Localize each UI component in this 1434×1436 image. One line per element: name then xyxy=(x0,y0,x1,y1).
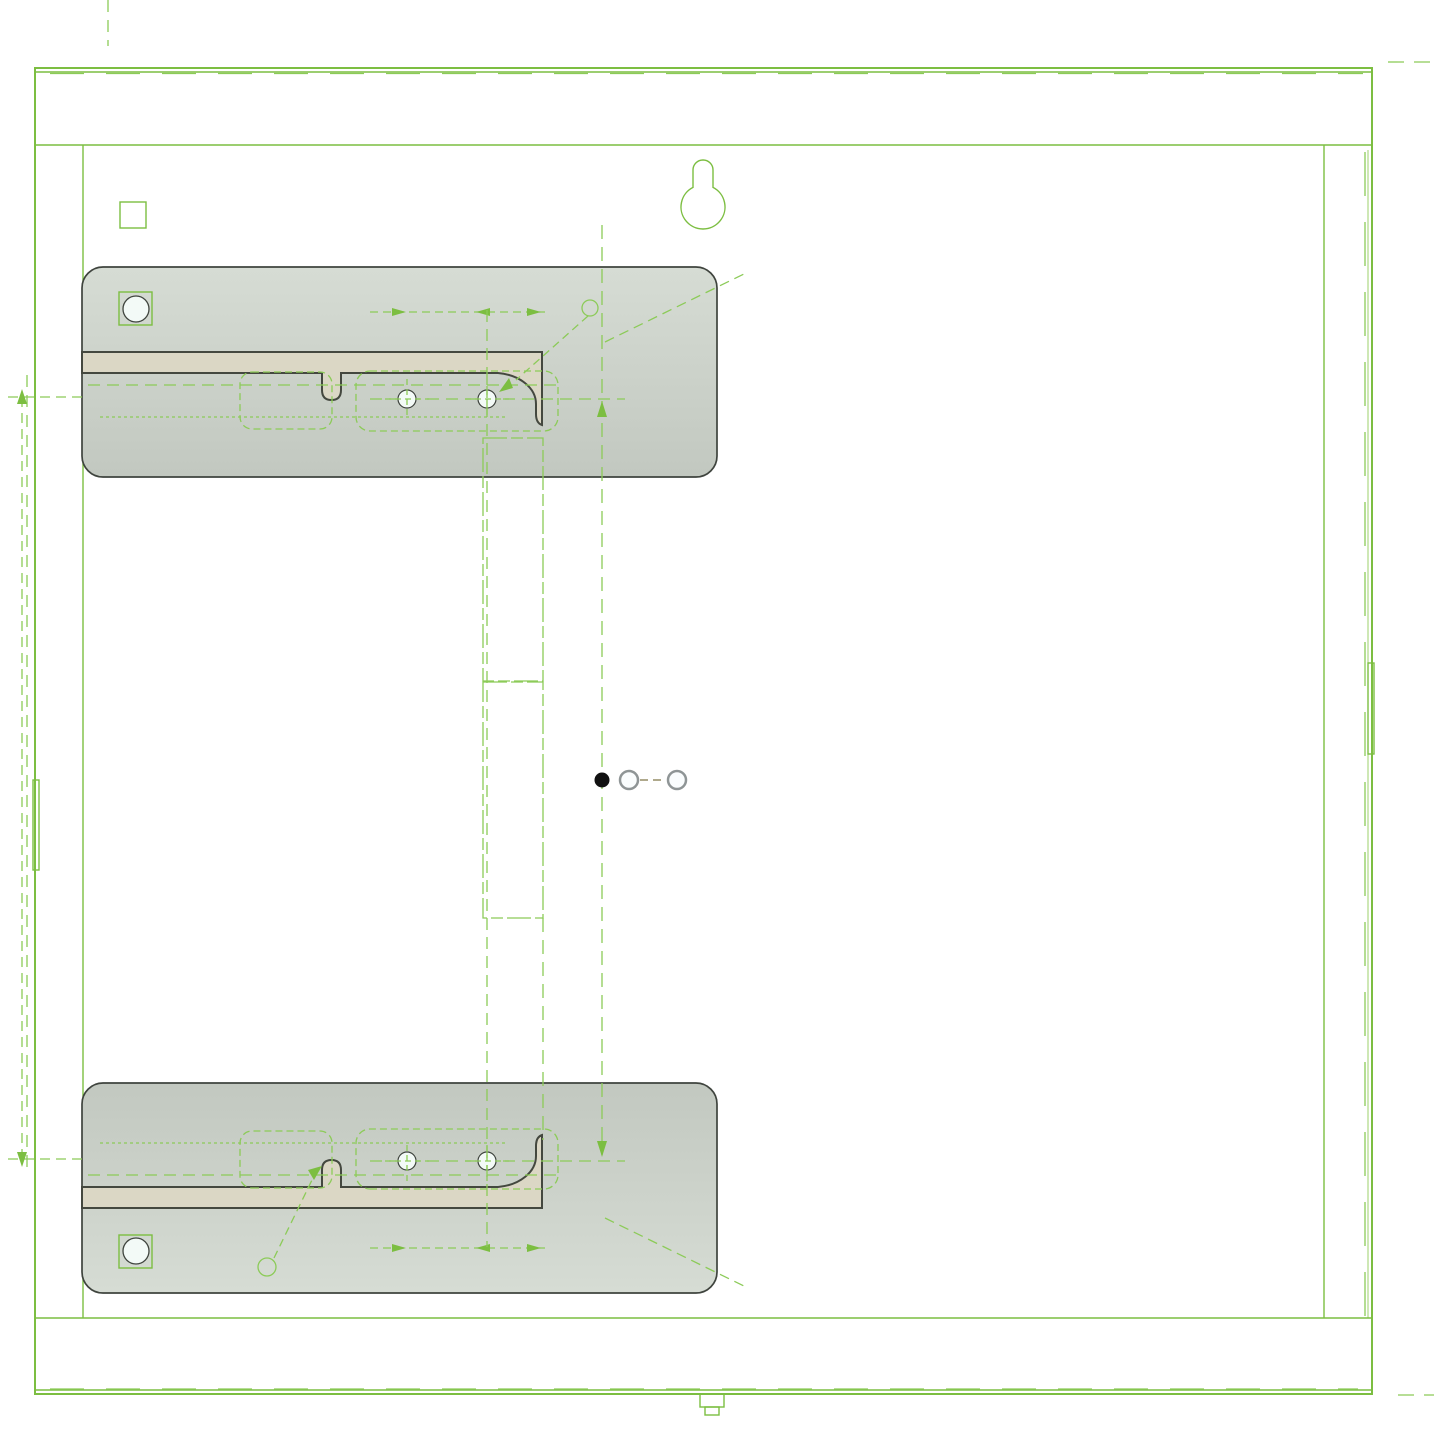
construction-dimensions xyxy=(8,225,607,1247)
keyhole-slot xyxy=(680,159,726,230)
enclosure-base xyxy=(26,0,1434,1416)
dim-arrow xyxy=(527,308,541,316)
top-mounting-bracket[interactable] xyxy=(81,266,749,478)
flat-pattern-leader xyxy=(604,271,749,343)
sketch-point[interactable] xyxy=(594,769,688,791)
dim-arrow xyxy=(392,308,406,316)
dim-arrow-up xyxy=(597,401,607,417)
bottom-tab-outer xyxy=(699,1393,725,1408)
clip-pocket-right xyxy=(355,370,559,432)
dim-arrow-down xyxy=(597,1141,607,1157)
din-rail-vertical-segments xyxy=(482,437,544,1140)
bend-note-bottom xyxy=(257,1166,322,1277)
clip-pocket-left xyxy=(239,371,333,430)
left-edge-tab xyxy=(32,779,40,871)
drag-handle[interactable] xyxy=(618,769,640,791)
sketch-point-dot[interactable] xyxy=(594,772,610,788)
square-knockout-topleft xyxy=(119,201,147,229)
drag-handle[interactable] xyxy=(666,769,688,791)
dim-arrow-up xyxy=(17,389,27,404)
dim-arrow-down xyxy=(17,1152,27,1167)
bottom-tab-inner xyxy=(704,1406,720,1416)
din-rail-band xyxy=(81,351,543,427)
bend-note-top xyxy=(499,299,599,392)
bottom-mounting-bracket[interactable] xyxy=(81,1082,749,1294)
bracket-hole-square-outline xyxy=(118,291,153,326)
bracket-screw-hole xyxy=(385,379,429,419)
bracket-corner-hole xyxy=(122,295,150,323)
right-edge-tab xyxy=(1367,662,1375,755)
